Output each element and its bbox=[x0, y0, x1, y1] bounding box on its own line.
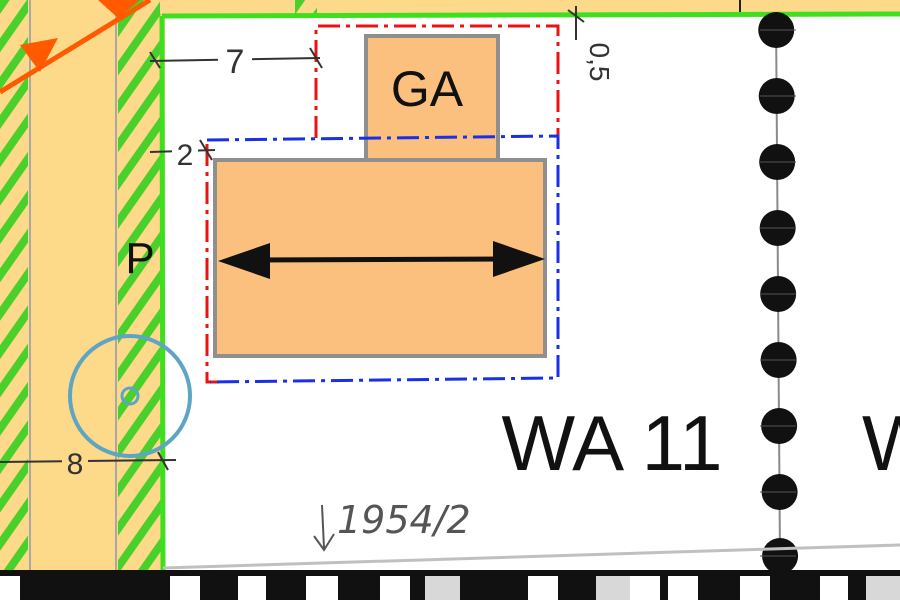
dimension-bottom: 8 bbox=[0, 446, 177, 481]
dimension-top: 7 bbox=[149, 42, 323, 81]
left-land-strips bbox=[0, 0, 165, 575]
strip-block bbox=[170, 576, 200, 600]
strip-block bbox=[866, 576, 900, 600]
parcel-arrow-icon bbox=[313, 504, 335, 552]
garage-label: GA bbox=[391, 61, 464, 117]
building-boundary-red bbox=[205, 144, 220, 384]
double-arrow-icon bbox=[218, 241, 545, 279]
dimension-vertical-label: 0,5 bbox=[584, 43, 615, 82]
strip-block bbox=[306, 576, 338, 600]
strip-block bbox=[740, 576, 770, 600]
parcel-number: 1954/2 bbox=[313, 498, 471, 552]
strip-block bbox=[528, 576, 558, 600]
strip-block bbox=[425, 576, 460, 600]
bottom-checkered-strip bbox=[0, 570, 900, 600]
bottom-boundary-line bbox=[162, 543, 900, 570]
triangle-marker-icon bbox=[20, 38, 58, 72]
dimension-vertical: 0,5 bbox=[567, 6, 615, 82]
parking-label: P bbox=[125, 234, 154, 283]
dimension-left: 2 bbox=[149, 136, 216, 172]
strip-block bbox=[630, 576, 660, 600]
garage-boundary bbox=[314, 24, 560, 138]
strip-block bbox=[238, 576, 266, 600]
strip-block bbox=[668, 576, 698, 600]
tree-icon bbox=[68, 334, 192, 458]
dimension-top-label: 7 bbox=[226, 43, 245, 81]
orange-boundary-line bbox=[0, 0, 152, 95]
dimension-bottom-label: 8 bbox=[67, 448, 84, 481]
hatched-band-left bbox=[0, 0, 28, 575]
strip-block bbox=[596, 576, 630, 600]
zone-label-adjacent: W bbox=[862, 399, 900, 487]
dimension-left-label: 2 bbox=[177, 139, 194, 172]
building-window bbox=[206, 134, 560, 384]
triangle-marker-icon bbox=[98, 0, 140, 18]
zone-dotted-boundary bbox=[758, 12, 799, 574]
top-land-strip bbox=[160, 0, 900, 14]
strip-block bbox=[0, 576, 20, 600]
hatched-band-right bbox=[118, 0, 162, 575]
strip-block bbox=[380, 576, 410, 600]
strip-block bbox=[820, 576, 848, 600]
zone-label: WA 11 bbox=[501, 399, 722, 487]
parcel-number-label: 1954/2 bbox=[337, 498, 471, 542]
